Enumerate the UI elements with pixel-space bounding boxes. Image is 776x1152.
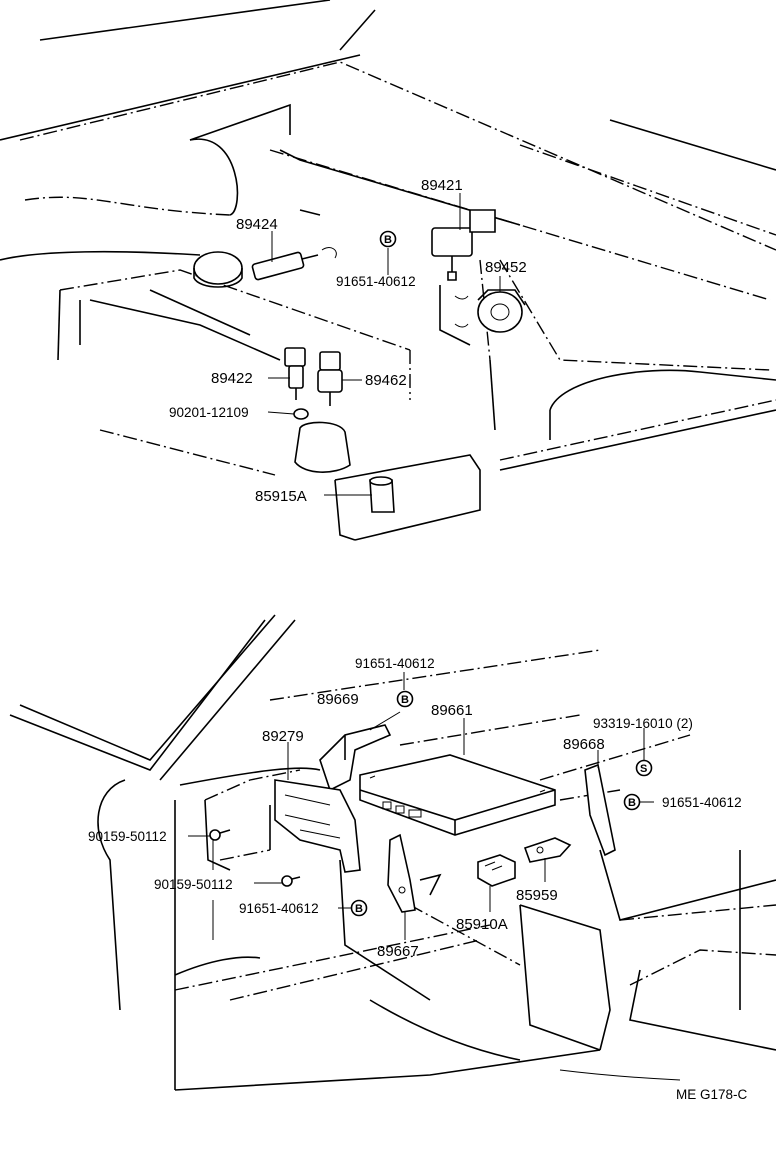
sensor-89462 [317,351,343,406]
label-89424: 89424 [236,216,278,233]
bolt-symbol-b-top [396,690,414,708]
label-89667: 89667 [377,943,419,960]
sensor-89424 [251,247,337,281]
label-91651-40612-top: 91651-40612 [355,656,435,671]
sensor-89422 [284,347,306,400]
reservoir-cap [193,251,243,285]
relay-85915A [369,476,395,513]
screw-90159-a [209,829,231,841]
ecu-89661 [359,754,556,836]
label-85910A: 85910A [456,916,508,933]
label-bolt-b-top: B [401,694,409,706]
label-89422: 89422 [211,370,253,387]
label-90201-12109: 90201-12109 [169,405,249,420]
coolant-manifold [294,421,351,473]
diagram-code: ME G178-C [676,1087,748,1102]
bolt-symbol-b-upper [379,230,397,248]
label-90159-50112-b: 90159-50112 [154,877,233,892]
sensor-89421 [431,209,496,281]
label-89661: 89661 [431,702,473,719]
bolt-symbol-b-bottom [350,899,368,917]
label-85959: 85959 [516,887,558,904]
ecu-mounting-view [9,614,776,1091]
label-91651-40612-right: 91651-40612 [662,795,742,810]
relay-85910A [477,854,516,887]
bracket-89667 [387,833,416,913]
bolt-symbol-b-right [623,793,641,811]
label-89421: 89421 [421,177,463,194]
label-85915A: 85915A [255,488,307,505]
engine-compartment-view [0,0,776,541]
label-bolt-b-bottom: B [355,903,363,915]
label-89452: 89452 [485,259,527,276]
label-bolt-b-right: B [628,797,636,809]
gasket-90201 [293,408,309,420]
bracket-89279 [274,779,361,873]
bracket-89668 [584,763,616,857]
sensor-89452 [477,289,526,333]
label-89279: 89279 [262,728,304,745]
label-89669: 89669 [317,691,359,708]
label-89462: 89462 [365,372,407,389]
label-91651-40612-bottom: 91651-40612 [239,901,319,916]
label-90159-50112-a: 90159-50112 [88,829,167,844]
screw-symbol-s [635,759,653,777]
label-screw-s: S [640,763,647,775]
label-89668: 89668 [563,736,605,753]
label-91651-40612-upper: 91651-40612 [336,274,416,289]
screw-90159-b [281,875,301,887]
label-93319-16010: 93319-16010 (2) [593,716,693,731]
label-bolt-b-upper: B [384,234,392,246]
connector-85959 [523,837,572,863]
